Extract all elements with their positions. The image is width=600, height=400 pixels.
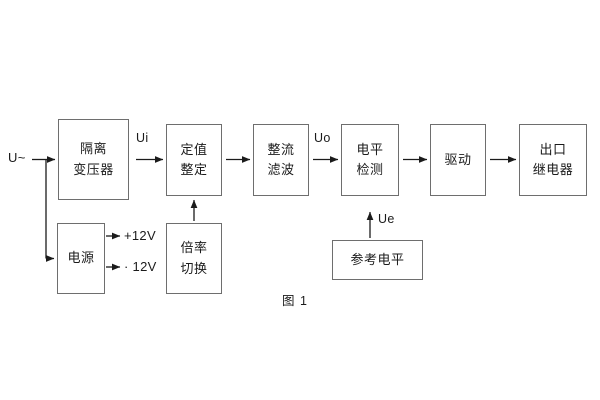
block-reference-level[interactable]: 参考电平	[332, 240, 423, 280]
block-line: 隔离	[79, 141, 107, 157]
signal-label-ui: Ui	[136, 131, 149, 145]
block-power-supply[interactable]: 电源	[57, 223, 105, 294]
block-line: 继电器	[532, 162, 574, 177]
block-level-detection[interactable]: 电平 检测	[341, 124, 399, 196]
block-isolation-transformer[interactable]: 隔离 变压器	[58, 119, 129, 200]
rail-label-plus-12v: +12V	[124, 228, 156, 243]
figure-caption: 图 1	[282, 294, 308, 308]
block-driver[interactable]: 驱动	[430, 124, 486, 196]
block-line: 检测	[356, 162, 384, 177]
block-line: 驱动	[444, 151, 472, 167]
block-line: 滤波	[267, 162, 295, 177]
block-line: 出口	[539, 141, 567, 157]
block-multiplier-switch[interactable]: 倍率 切换	[166, 223, 222, 294]
rail-label-minus-12v: · 12V	[124, 259, 157, 274]
block-line: 倍率	[180, 240, 208, 256]
block-setting-value[interactable]: 定值 整定	[166, 124, 222, 196]
signal-label-ue: Ue	[378, 212, 395, 226]
block-line: 参考电平	[350, 251, 405, 267]
wire-power-rails	[106, 232, 121, 271]
block-line: 定值	[180, 141, 208, 157]
block-line: 电平	[356, 141, 384, 157]
source-label-u-ac: U~	[8, 150, 26, 165]
block-line: 电源	[67, 250, 95, 266]
block-output-relay[interactable]: 出口 继电器	[519, 124, 587, 196]
wire-source-branch	[32, 156, 56, 262]
block-rectify-filter[interactable]: 整流 滤波	[253, 124, 309, 196]
block-line: 变压器	[73, 161, 114, 177]
block-line: 整定	[180, 162, 208, 177]
block-line: 整流	[267, 141, 295, 157]
block-line: 切换	[180, 260, 208, 276]
signal-label-uo: Uo	[314, 131, 331, 145]
